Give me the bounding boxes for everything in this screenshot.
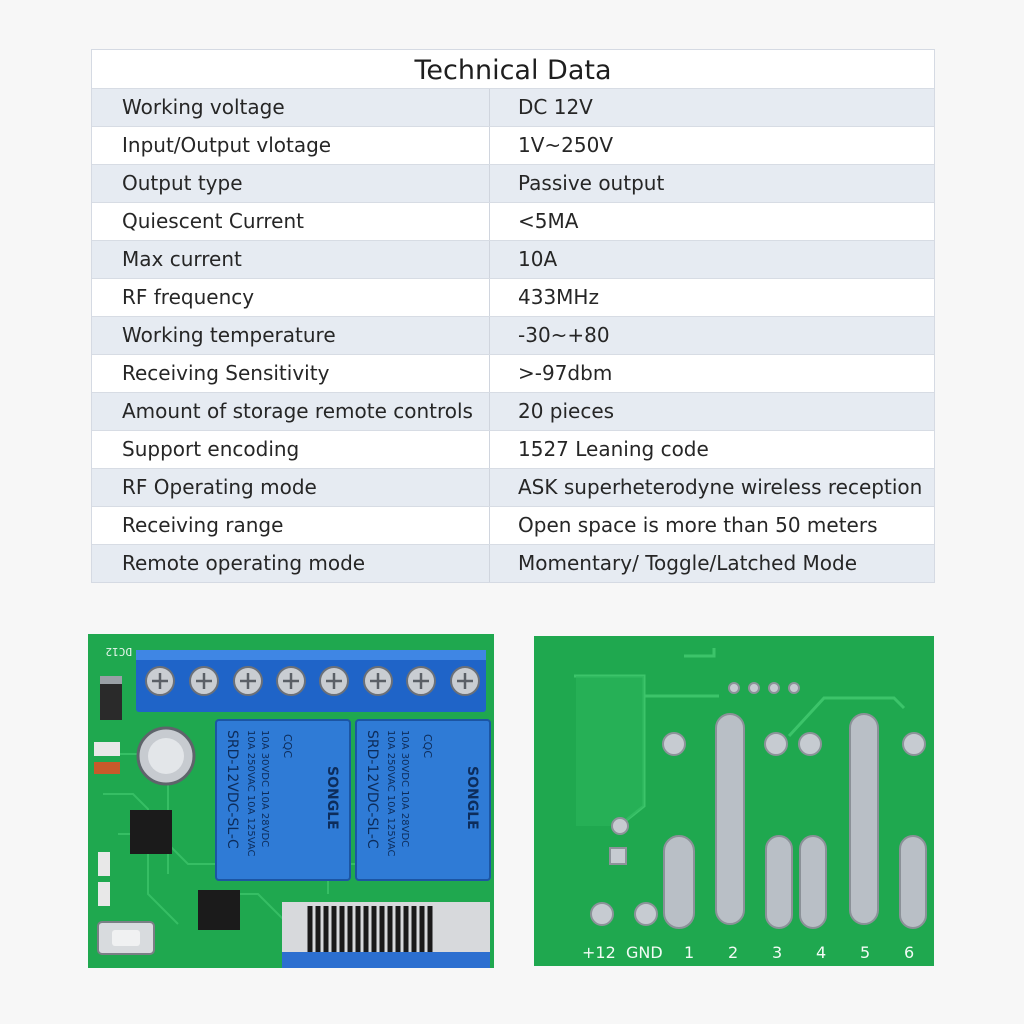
svg-text:CQC: CQC (421, 734, 434, 758)
table-row: Working temperature -30~+80 (92, 316, 934, 354)
pin-label-3: 3 (772, 943, 782, 962)
table-row: Input/Output vlotage 1V~250V (92, 126, 934, 164)
solder-pads (590, 682, 926, 926)
spec-value: 20 pieces (518, 399, 615, 423)
pin-label-5: 5 (860, 943, 870, 962)
table-row: Quiescent Current <5MA (92, 202, 934, 240)
spec-value: <5MA (518, 209, 579, 233)
svg-text:SRD-12VDC-SL-C: SRD-12VDC-SL-C (224, 730, 240, 849)
spec-label: Receiving range (92, 507, 490, 544)
spec-label: Support encoding (92, 431, 490, 468)
svg-text:SONGLE: SONGLE (324, 766, 340, 830)
svg-text:CQC: CQC (281, 734, 294, 758)
back-board-illustration: +12 GND 1 2 3 4 5 6 (534, 636, 934, 966)
spec-value: 433MHz (518, 285, 599, 309)
pin-labels: +12 GND 1 2 3 4 5 6 (582, 943, 914, 962)
relay-2: SONGLE SRD-12VDC-SL-C 10A 250VAC 10A 125… (355, 719, 491, 881)
table-row: Remote operating mode Momentary/ Toggle/L… (92, 544, 934, 582)
spec-label: Input/Output vlotage (92, 127, 490, 164)
front-board-illustration: DC12 SONGLE SRD-12VDC-SL-C 10A 250VAC 10… (88, 634, 494, 968)
spec-value: Open space is more than 50 meters (518, 513, 878, 537)
table-row: Output type Passive output (92, 164, 934, 202)
spec-label: Max current (92, 241, 490, 278)
table-title: Technical Data (92, 50, 934, 88)
pin-label-1: 1 (684, 943, 694, 962)
spec-label: Working voltage (92, 89, 490, 126)
table-row: Max current 10A (92, 240, 934, 278)
table-body: Working voltage DC 12V Input/Output vlota… (92, 88, 934, 582)
pin-label-gnd: GND (626, 943, 663, 962)
spec-value: -30~+80 (518, 323, 610, 347)
spec-label: Remote operating mode (92, 545, 490, 582)
solder-strips (663, 713, 927, 929)
spec-label: Output type (92, 165, 490, 202)
svg-text:10A 250VAC 10A 125VAC: 10A 250VAC 10A 125VAC (385, 730, 396, 857)
svg-text:10A 30VDC 10A 28VDC: 10A 30VDC 10A 28VDC (399, 730, 410, 847)
svg-text:SONGLE: SONGLE (464, 766, 480, 830)
table-row: Receiving range Open space is more than 5… (92, 506, 934, 544)
terminal-block (136, 650, 486, 712)
spec-label: Quiescent Current (92, 203, 490, 240)
spec-value: DC 12V (518, 95, 593, 119)
spec-label: RF Operating mode (92, 469, 490, 506)
table-row: Working voltage DC 12V (92, 88, 934, 126)
svg-text:SRD-12VDC-SL-C: SRD-12VDC-SL-C (364, 730, 380, 849)
pin-label-6: 6 (904, 943, 914, 962)
technical-data-table: Technical Data Working voltage DC 12V Inp… (91, 49, 935, 583)
spec-value: 1527 Leaning code (518, 437, 709, 461)
spec-label: Working temperature (92, 317, 490, 354)
antenna-coil (307, 906, 433, 960)
pin-label-plus12: +12 (582, 943, 616, 962)
spec-label: Receiving Sensitivity (92, 355, 490, 392)
spec-label: Amount of storage remote controls (92, 393, 490, 430)
back-board-photo: +12 GND 1 2 3 4 5 6 (534, 636, 934, 966)
table-row: RF Operating mode ASK superheterodyne wir… (92, 468, 934, 506)
diode (100, 676, 122, 720)
pin-label-4: 4 (816, 943, 826, 962)
table-row: Receiving Sensitivity >-97dbm (92, 354, 934, 392)
svg-text:10A 30VDC 10A 28VDC: 10A 30VDC 10A 28VDC (259, 730, 270, 847)
spec-value: 10A (518, 247, 558, 271)
spec-label: RF frequency (92, 279, 490, 316)
table-row: RF frequency 433MHz (92, 278, 934, 316)
dc-label: DC12 (106, 645, 133, 658)
spec-value: ASK superheterodyne wireless reception (518, 475, 923, 499)
terminal-screws (145, 666, 480, 696)
pin-label-2: 2 (728, 943, 738, 962)
table-row: Support encoding 1527 Leaning code (92, 430, 934, 468)
table-row: Amount of storage remote controls 20 piec… (92, 392, 934, 430)
svg-text:10A 250VAC 10A 125VAC: 10A 250VAC 10A 125VAC (245, 730, 256, 857)
spec-value: 1V~250V (518, 133, 614, 157)
spec-value: Momentary/ Toggle/Latched Mode (518, 551, 858, 575)
relay-1: SONGLE SRD-12VDC-SL-C 10A 250VAC 10A 125… (215, 719, 351, 881)
ic-chip-2 (198, 890, 240, 930)
front-board-photo: DC12 SONGLE SRD-12VDC-SL-C 10A 250VAC 10… (88, 634, 494, 968)
spec-value: >-97dbm (518, 361, 613, 385)
spec-value: Passive output (518, 171, 665, 195)
ic-chip (130, 810, 172, 854)
